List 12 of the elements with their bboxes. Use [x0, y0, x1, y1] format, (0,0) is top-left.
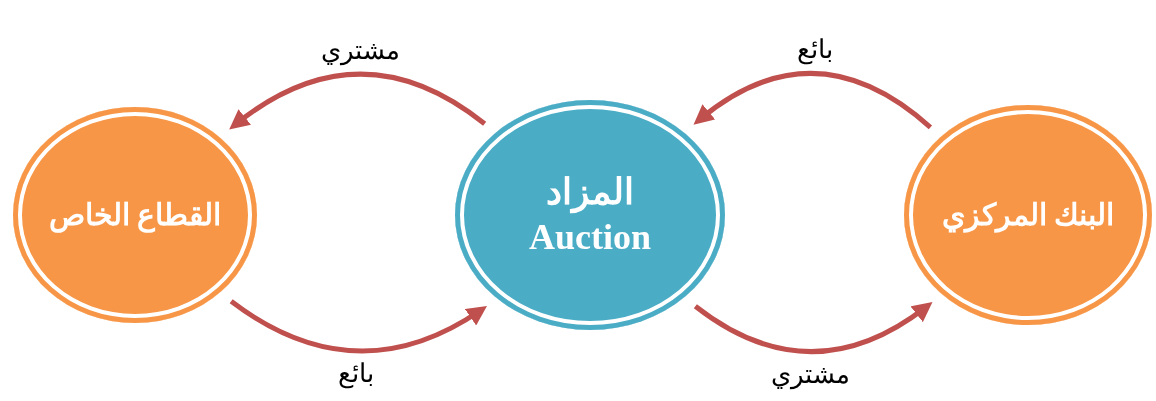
- node-label: المزاد: [546, 171, 634, 215]
- edge-label: بائع: [337, 357, 374, 389]
- node-label: Auction: [529, 216, 651, 259]
- edge-label: بائع: [797, 33, 833, 65]
- curved-arrow: [229, 299, 488, 354]
- curved-arrow: [693, 71, 932, 130]
- edge-label: مشتري: [320, 34, 400, 66]
- node-label: القطاع الخاص: [48, 197, 222, 234]
- edge-label: مشتري: [771, 358, 851, 390]
- curved-arrow: [228, 71, 487, 130]
- node-label: البنك المركزي: [941, 197, 1115, 234]
- curved-arrow: [693, 302, 933, 354]
